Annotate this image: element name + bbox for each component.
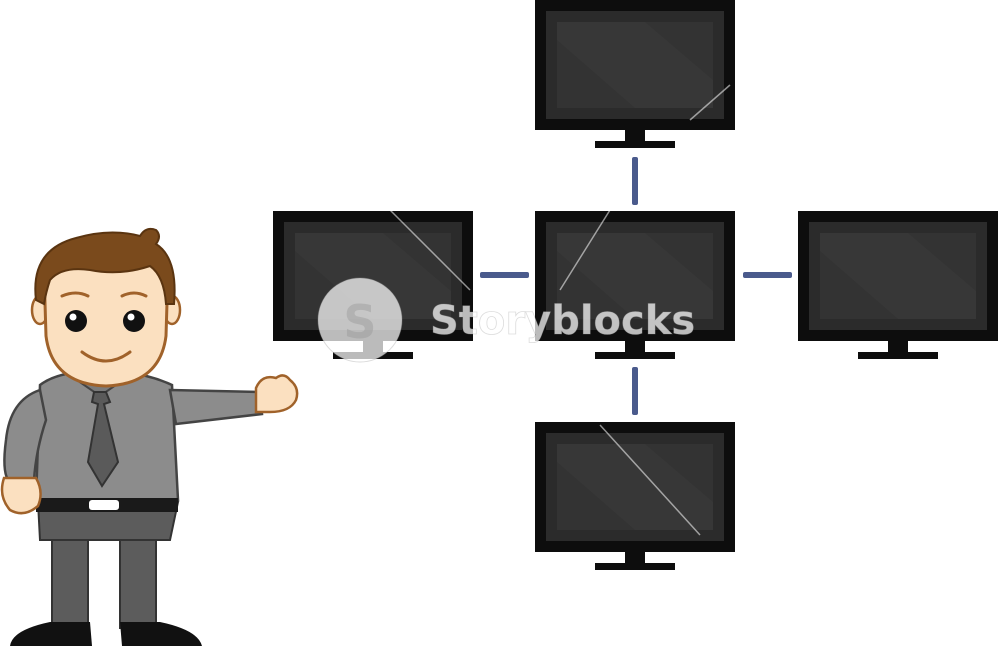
watermark-text: Storyblocks [430,298,695,344]
connector-left [480,272,529,278]
left-shoe [10,622,92,646]
right-arm [168,388,264,426]
right-shoe [120,622,202,646]
left-eyebrow [60,291,90,298]
connector-top [632,157,638,205]
right-eye [123,310,145,332]
right-hand [254,374,299,414]
connector-bottom [632,367,638,415]
smile [80,350,132,363]
monitor-top-icon [535,0,735,148]
belt-buckle [89,500,119,510]
monitor-bottom-icon [535,422,735,570]
connector-lines [480,157,792,415]
right-eyebrow [120,291,148,298]
tie [86,391,120,488]
watermark: S Storyblocks [317,84,731,536]
monitor-right-icon [798,211,998,359]
left-arm [3,388,48,482]
hair [34,227,176,306]
connector-right [743,272,792,278]
watermark-logo-icon [317,277,403,363]
left-hand [0,476,42,515]
businessman-character [0,227,299,646]
watermark-logo-glyph: S [343,295,376,349]
monitor-center-icon [535,211,735,359]
left-eye [65,310,87,332]
